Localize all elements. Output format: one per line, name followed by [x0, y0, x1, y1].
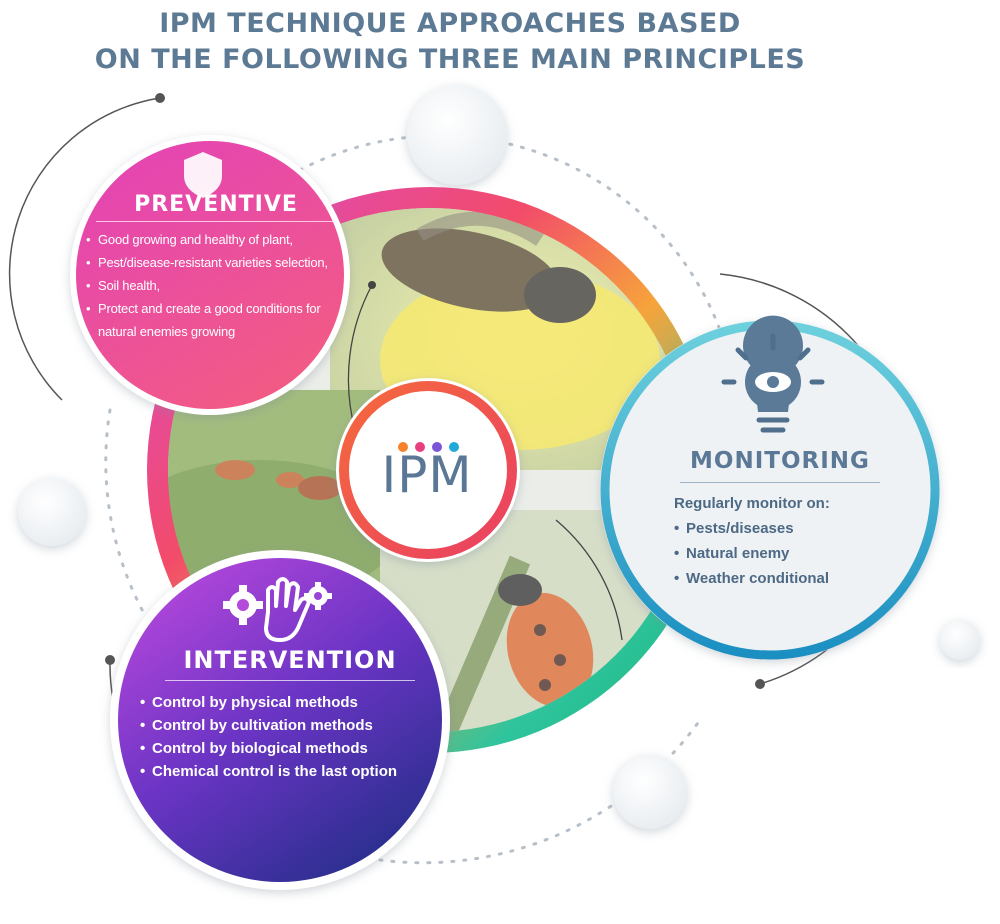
bubble — [613, 755, 687, 829]
list-item: Natural enemy — [674, 541, 900, 566]
list-item: Pest/disease-resistant varieties selecti… — [86, 251, 346, 274]
list-item: Protect and create a good conditions for… — [86, 297, 346, 343]
ipm-dots — [398, 442, 459, 452]
outer-arc-left — [8, 97, 161, 401]
title-line-2: ON THE FOLLOWING THREE MAIN PRINCIPLES — [94, 44, 806, 75]
intervention-content: INTERVENTION Control by physical methods… — [140, 646, 440, 783]
preventive-content: PREVENTIVE Good growing and healthy of p… — [86, 192, 346, 343]
monitoring-content: MONITORING Regularly monitor on: Pests/d… — [660, 448, 900, 591]
eye-bulb-icon — [721, 315, 825, 433]
list-item: Control by physical methods — [140, 691, 440, 714]
ipm-dot — [432, 442, 442, 452]
bubble — [18, 478, 86, 546]
intervention-list: Control by physical methods Control by c… — [140, 691, 440, 783]
ipm-dot — [449, 442, 459, 452]
list-item: Control by biological methods — [140, 737, 440, 760]
hand-gears-icon — [223, 577, 332, 642]
list-item: Chemical control is the last option — [140, 760, 440, 783]
page-title: IPM TECHNIQUE APPROACHES BASED ON THE FO… — [0, 6, 900, 78]
shield-icon — [184, 152, 222, 198]
ipm-label: IPM — [381, 446, 473, 504]
title-line-1: IPM TECHNIQUE APPROACHES BASED — [159, 8, 741, 39]
intervention-heading: INTERVENTION — [165, 646, 415, 681]
list-item: Soil health, — [86, 274, 346, 297]
preventive-list: Good growing and healthy of plant, Pest/… — [86, 228, 346, 343]
bubble — [940, 620, 980, 660]
list-item: Weather conditional — [674, 566, 900, 591]
preventive-heading: PREVENTIVE — [96, 192, 336, 222]
monitoring-intro: Regularly monitor on: — [674, 495, 830, 512]
ipm-center-circle — [339, 381, 517, 559]
monitoring-heading: MONITORING — [680, 448, 880, 483]
list-item: Control by cultivation methods — [140, 714, 440, 737]
monitoring-list: Pests/diseases Natural enemy Weather con… — [674, 516, 900, 591]
bubble — [407, 85, 507, 185]
list-item: Pests/diseases — [674, 516, 900, 541]
ipm-dot — [415, 442, 425, 452]
ipm-dot — [398, 442, 408, 452]
list-item: Good growing and healthy of plant, — [86, 228, 346, 251]
